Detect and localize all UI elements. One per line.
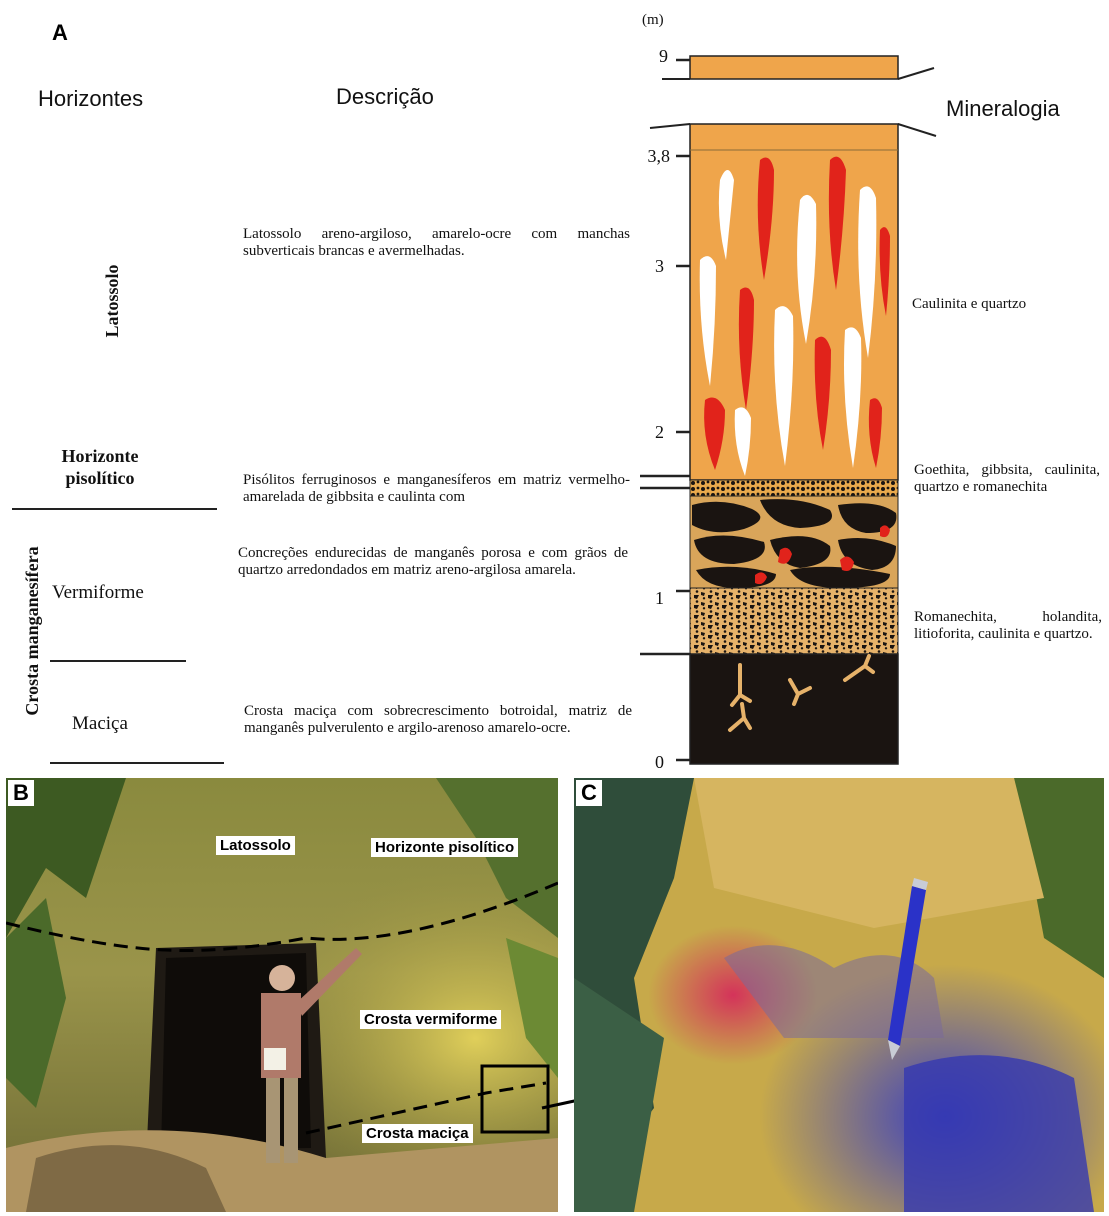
column-pisolitico	[690, 480, 898, 496]
horizon-latossolo-wrap: Latossolo	[60, 252, 180, 342]
panel-c-photo: C	[574, 778, 1104, 1212]
desc-vermiforme: Concreções endurecidas de manganês poros…	[238, 545, 628, 579]
column-macica	[690, 654, 898, 764]
tick-3-8: 3,8	[648, 146, 671, 166]
closeup-photo	[574, 778, 1104, 1212]
tick-2: 2	[655, 422, 664, 442]
divider-vermiforme	[50, 660, 186, 662]
photo-label-pisolitico: Horizonte pisolítico	[371, 838, 518, 857]
desc-macica: Crosta maciça com sobrecrescimento botro…	[244, 703, 632, 737]
panel-b-photo: B Latossolo Horizonte pisolítico Crosta …	[6, 778, 558, 1212]
horizon-latossolo: Latossolo	[101, 241, 123, 361]
column-lower-vermiforme	[690, 588, 898, 654]
divider-pisolitico	[12, 508, 217, 510]
divider-macica	[50, 762, 224, 764]
photo-label-vermiforme: Crosta vermiforme	[360, 1010, 501, 1029]
photo-label-latossolo: Latossolo	[216, 836, 295, 855]
horizon-pisolitico: Horizonte pisolítico	[42, 445, 158, 489]
header-mineralogia: Mineralogia	[946, 96, 1060, 122]
panel-a-letter: A	[52, 20, 68, 46]
desc-latossolo: Latossolo areno-argiloso, amarelo-ocre c…	[243, 226, 630, 260]
unit-label: (m)	[642, 12, 664, 28]
column-top-block	[690, 56, 898, 79]
photo-label-macica: Crosta maciça	[362, 1124, 473, 1143]
horizon-macica: Maciça	[72, 713, 128, 735]
desc-pisolitico: Pisólitos ferruginosos e manganesíferos …	[243, 472, 630, 506]
panel-c-letter: C	[576, 780, 602, 806]
tick-9: 9	[659, 46, 668, 66]
tick-0: 0	[655, 752, 664, 772]
panel-b-letter: B	[8, 780, 34, 806]
header-descricao: Descrição	[336, 84, 434, 110]
stratigraphic-column: (m)	[600, 0, 960, 780]
horizon-vermiforme: Vermiforme	[52, 582, 144, 604]
tick-1: 1	[655, 588, 664, 608]
horizon-crosta: Crosta manganesífera	[21, 521, 43, 741]
header-horizontes: Horizontes	[38, 86, 143, 112]
tick-3: 3	[655, 256, 664, 276]
